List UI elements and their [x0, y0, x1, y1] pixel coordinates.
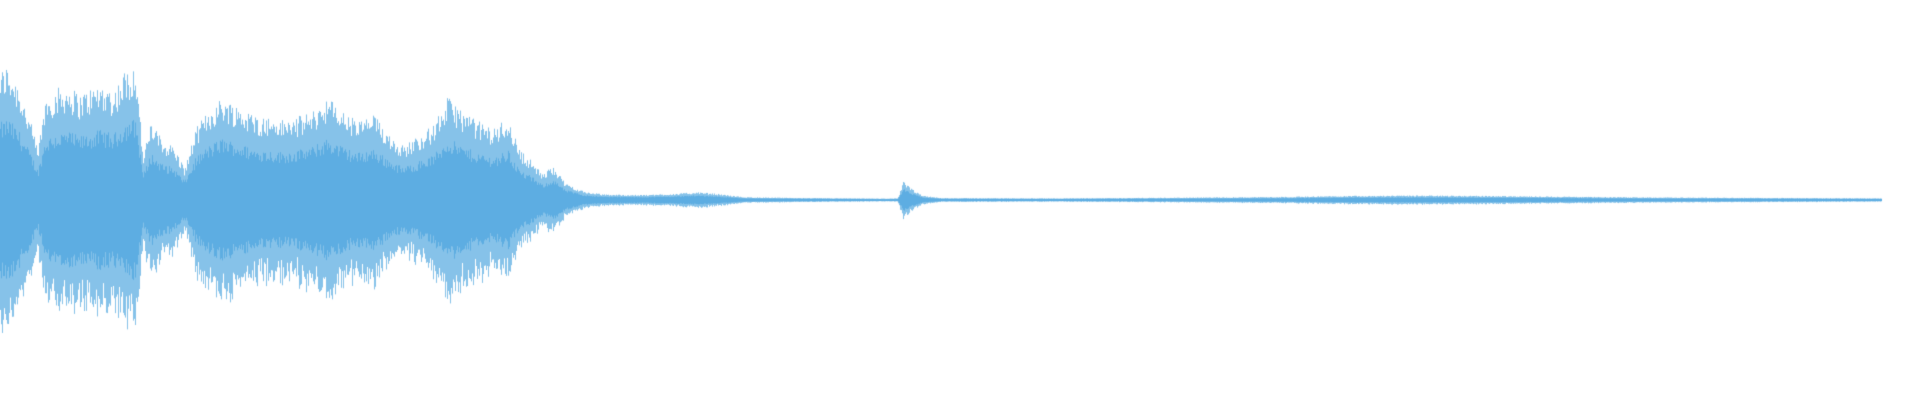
audio-waveform[interactable]: [0, 0, 1920, 400]
